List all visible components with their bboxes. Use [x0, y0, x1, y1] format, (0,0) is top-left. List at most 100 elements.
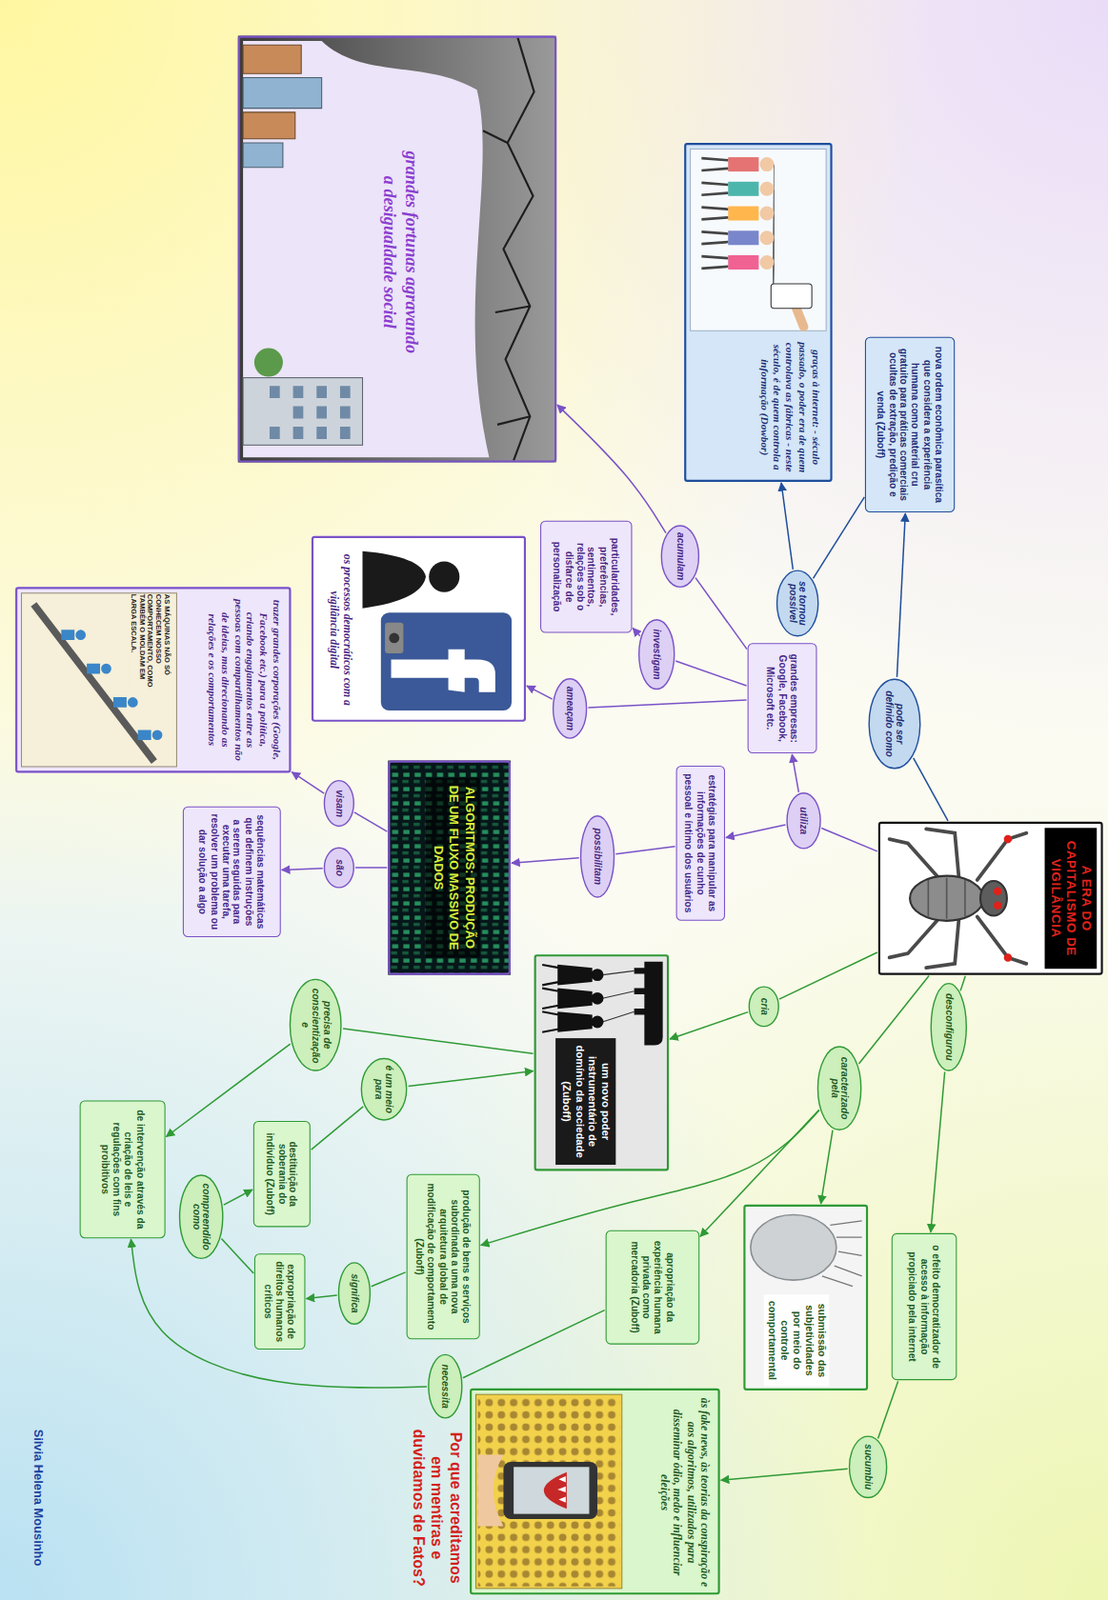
linking-phrase-text: ameaçam	[564, 684, 576, 733]
spider-lights	[993, 835, 1012, 963]
ellipse-shape	[338, 1263, 370, 1325]
linking-phrase-ellipse: ameaçam	[552, 678, 587, 740]
ellipse-shape	[849, 1436, 887, 1498]
connector	[960, 976, 966, 992]
cracks	[483, 38, 535, 462]
panel-fill	[534, 954, 669, 1171]
linking-phrase-ellipse: possibilitam	[580, 814, 615, 899]
hand-silhouette	[634, 962, 664, 1047]
linking-phrase-ellipse: sucumbiu	[848, 1435, 888, 1499]
concept-box: de intervenção através da criação de lei…	[80, 1100, 166, 1239]
connector	[223, 1189, 253, 1206]
person-head	[428, 562, 460, 593]
linking-phrase-ellipse: compreendido como	[179, 1174, 224, 1261]
panel-fill	[878, 822, 1104, 976]
picture-box: grandes fortunas agravando a desigualdad…	[238, 36, 557, 464]
concept-box: grandes empresas: Google, Facebook, Micr…	[747, 643, 818, 754]
ellipse-shape	[777, 570, 819, 637]
picture-box: um novo poder instrumentário de domínio …	[534, 954, 669, 1171]
connector	[821, 1130, 833, 1205]
concept-box: destituição da soberania do indivíduo (Z…	[253, 1121, 311, 1228]
person-figure	[727, 255, 759, 270]
linking-phrase-ellipse: investigam	[638, 619, 676, 691]
linking-phrase-ellipse: caracterizado pela	[817, 1046, 863, 1132]
linking-phrase-ellipse: necessita	[427, 1353, 463, 1420]
connector	[311, 1107, 364, 1150]
concept-text: sequências matemáticas que definem instr…	[197, 813, 267, 930]
connector	[878, 1381, 899, 1439]
spider-legs	[889, 828, 1028, 968]
cartoon-caption: AS MÁQUINAS NÃO SÓ CONHECEM NOSSO COMPOR…	[129, 594, 171, 695]
favela-houses	[242, 77, 323, 167]
ellipse-shape	[639, 620, 675, 690]
concept-text: expropriação de direitos humanos crítico…	[261, 1261, 298, 1344]
linking-phrase-text: precisa de conscientização e	[299, 988, 332, 1063]
concept-text: destituição da soberania do indivíduo (Z…	[264, 1128, 301, 1220]
linking-phrase-text: sucumbiu	[863, 1442, 874, 1492]
concept-box: apropriação da experiência humana privad…	[605, 1230, 701, 1346]
linking-phrase-ellipse: acumulam	[661, 524, 701, 588]
concept-box: expropriação de direitos humanos crítico…	[254, 1253, 306, 1350]
panel-fill	[311, 536, 526, 723]
concept-box: nova ordem econômica parasítica que cons…	[865, 337, 955, 513]
panel-fill	[684, 142, 832, 483]
concept-text: produção de bens e serviços subordinada …	[414, 1181, 473, 1333]
linking-phrase-text: pode ser definido como	[884, 687, 906, 760]
connector	[354, 812, 388, 832]
connector	[306, 1295, 338, 1300]
panel-fill	[387, 761, 511, 976]
gap-region	[242, 40, 489, 458]
connector	[408, 1071, 534, 1088]
ellipse-shape	[817, 1047, 861, 1130]
label-box: AS MÁQUINAS NÃO SÓ CONHECEM NOSSO COMPOR…	[129, 594, 171, 695]
person-body	[362, 551, 426, 609]
social-logo	[381, 612, 512, 711]
linking-phrase-ellipse: utiliza	[785, 792, 821, 850]
connector	[813, 497, 866, 580]
connector	[791, 754, 799, 793]
picture-box: às fake news, às teorias da conspiração …	[469, 1389, 721, 1596]
connector	[896, 513, 906, 678]
label-box: Por que acreditamos em mentiras e duvida…	[409, 1421, 465, 1595]
ellipse-shape	[748, 987, 779, 1028]
building-windows	[269, 385, 351, 440]
social-logo-letter	[391, 649, 496, 693]
connector	[291, 772, 324, 795]
picture-caption: os processos democráticos com a vigilânc…	[326, 543, 355, 716]
concept-text: apropriação da experiência humana privad…	[629, 1237, 677, 1338]
connector	[669, 1012, 748, 1040]
linking-phrase-text: caracterizado pela	[828, 1055, 850, 1123]
panel-fill	[469, 1389, 721, 1596]
linking-phrase-ellipse: desconfigurou	[929, 982, 967, 1072]
ellipse-shape	[868, 679, 921, 769]
connector	[930, 1072, 946, 1233]
arm	[795, 306, 805, 327]
person-legs	[701, 158, 728, 269]
person-figure	[727, 181, 759, 197]
connector	[481, 1110, 820, 1247]
ellipse-shape	[661, 525, 699, 587]
connector	[342, 1028, 533, 1054]
camera	[384, 623, 403, 654]
connector	[463, 1310, 605, 1379]
hand	[478, 1454, 504, 1527]
linking-phrase-text: se tornou possível	[786, 577, 808, 630]
concept-text: o efeito democratizador de acesso à info…	[906, 1240, 943, 1373]
picture-caption: submissão das subjetividades por meio do…	[764, 1294, 830, 1387]
linking-phrase-ellipse: se tornou possível	[776, 569, 820, 638]
person-figure	[727, 230, 759, 245]
connector	[821, 828, 878, 852]
monster-teeth	[557, 1476, 566, 1504]
concept-text: estratégias para manipular as informaçõe…	[683, 772, 719, 914]
map-title: A ERA DO CAPITALISMO DE VIGILÂNCIA	[1045, 827, 1098, 969]
ellipse-shape	[323, 847, 354, 888]
ellipse-shape	[289, 979, 342, 1071]
linking-phrase-text: significa	[348, 1269, 360, 1319]
ellipse-shape	[180, 1175, 223, 1259]
spider-body	[909, 876, 984, 922]
head	[750, 1215, 837, 1282]
puppet-strings	[772, 164, 774, 299]
linking-phrase-text: utiliza	[798, 798, 809, 844]
connector	[779, 952, 878, 1000]
connector	[557, 404, 666, 534]
